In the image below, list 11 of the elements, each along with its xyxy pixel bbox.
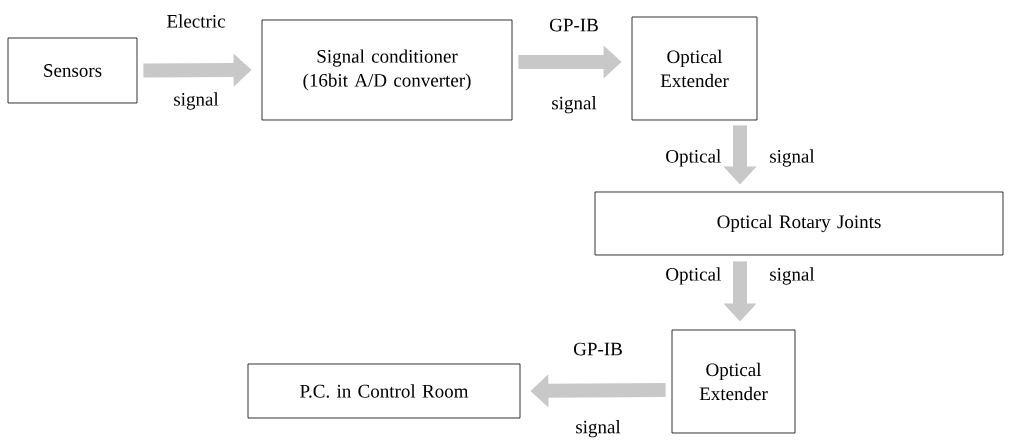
process-box: Optical Extender	[631, 16, 758, 121]
process-box: Signal conditioner (16bit A/D converter)	[261, 19, 513, 121]
edge-label: Optical signal	[666, 149, 815, 167]
edge-label: Optical signal	[666, 267, 815, 285]
process-box: Optical Extender	[671, 329, 796, 434]
edge-label: Electric signal	[167, 14, 225, 110]
process-box: P.C. in Control Room	[247, 363, 521, 419]
process-box: Optical Rotary Joints	[594, 191, 1004, 256]
edge-label: GP-IB signal	[574, 342, 622, 438]
process-box: Sensors	[7, 37, 138, 104]
edge-label: GP-IB signal	[550, 18, 598, 114]
